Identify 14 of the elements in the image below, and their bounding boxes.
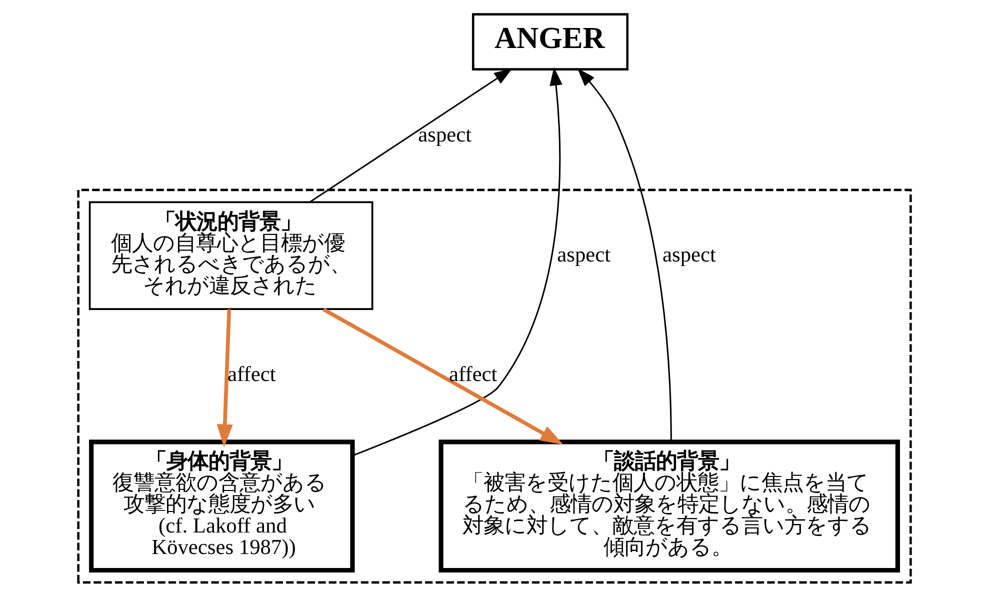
arrow xyxy=(576,68,672,442)
arrow xyxy=(352,67,562,456)
node-box: 「談話的背景」 「被害を受けた個人の状態」に焦点を当てるため、感情の対象を特定しない。感情の対象に対して、敵意を有する言い方をする傾向がある。 xyxy=(438,440,900,573)
arrow xyxy=(216,309,232,448)
edge-label: aspect xyxy=(662,242,716,266)
arrow xyxy=(309,68,512,203)
edge-label: aspect xyxy=(418,122,472,146)
node-box: ANGER xyxy=(471,13,628,70)
edge-label: aspect xyxy=(556,242,610,266)
node-box: 「状況的背景」 個人の自尊心と目標が優先されるべきであるが、それが違反された xyxy=(88,201,373,310)
arrow xyxy=(322,308,563,445)
edge-label: affect xyxy=(448,362,497,386)
cluster xyxy=(76,188,912,584)
node-box: 「身体的背景」 復讐意欲の含意がある攻撃的な態度が多い (cf. Lakoff and Kövecses 1987)) xyxy=(88,440,354,573)
